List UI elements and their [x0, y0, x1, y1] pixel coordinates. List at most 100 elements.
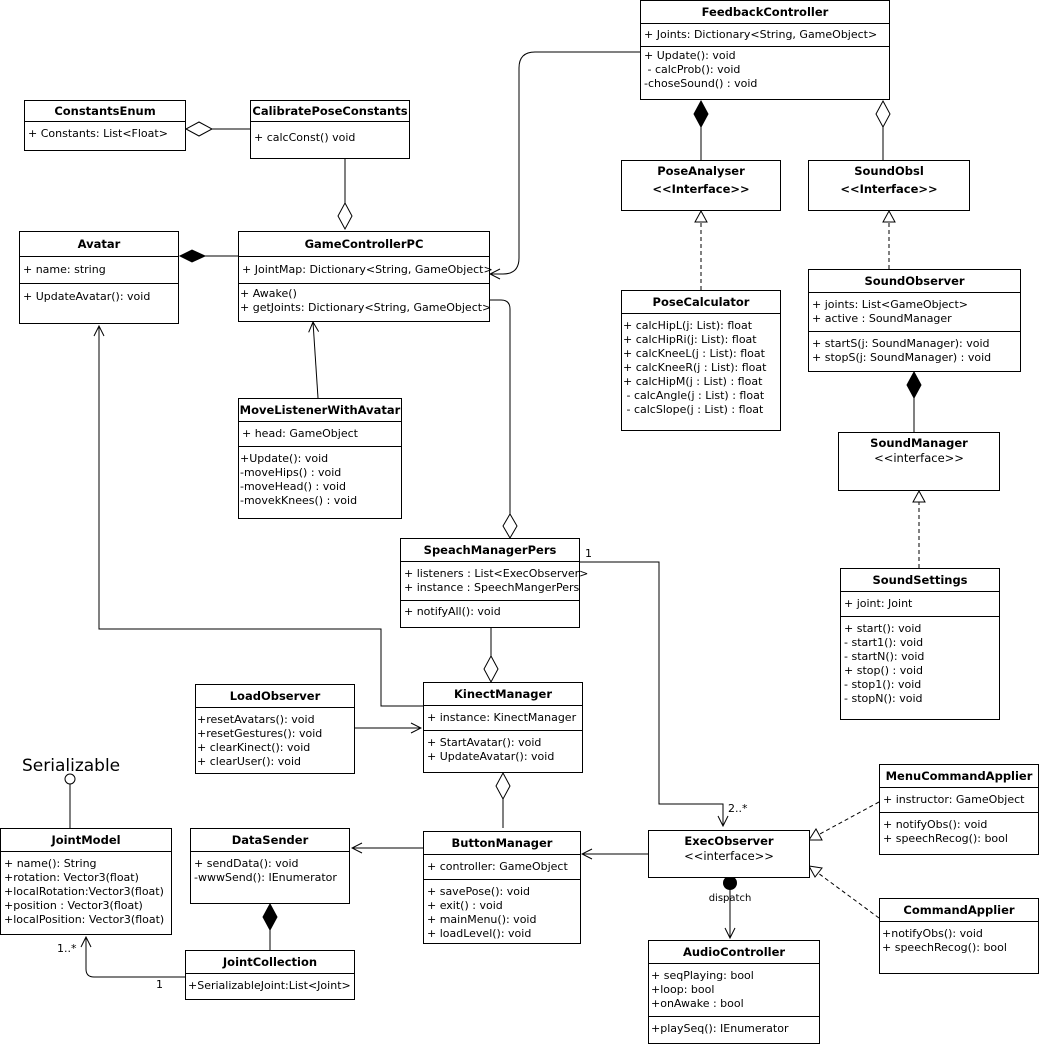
sound-observer-methods: + startS(j: SoundManager): void + stopS(…	[809, 331, 1020, 370]
class-method: -movekKnees() : void	[240, 494, 358, 507]
class-attribute: + name(): String	[4, 857, 97, 870]
exec-observer-title: ExecObserver	[684, 834, 774, 848]
menu-command-applier-title: MenuCommandApplier	[885, 769, 1033, 783]
class-attribute: + name: string	[23, 263, 106, 276]
class-method: + StartAvatar(): void	[427, 736, 542, 749]
game-controller-pc-methods: + Awake() + getJoints: Dictionary<String…	[239, 283, 492, 318]
class-method: +playSeq(): IEnumerator	[651, 1022, 789, 1035]
class-attribute: + instance : SpeechMangerPers	[404, 581, 580, 594]
class-method: + start(): void	[844, 622, 922, 635]
class-method: - startN(): void	[844, 650, 925, 663]
sound-settings-attributes: + joint: Joint	[841, 592, 999, 616]
class-method: + notifyAll(): void	[404, 605, 501, 618]
class-method: +resetGestures(): void	[197, 727, 323, 740]
class-method: + getJoints: Dictionary<String, GameObje…	[240, 301, 492, 314]
button-manager-class: ButtonManager + controller: GameObject +…	[423, 831, 581, 944]
feedback-controller-title: FeedbackController	[701, 5, 829, 19]
class-attribute: + seqPlaying: bool	[651, 969, 754, 982]
class-method: + speechRecog(): bool	[882, 941, 1007, 954]
sound-observer-class: SoundObserver + joints: List<GameObject>…	[808, 269, 1021, 372]
button-manager-methods: + savePose(): void + exit() : void + mai…	[424, 879, 580, 946]
class-method: + savePose(): void	[427, 885, 530, 898]
sound-obsl-title: SoundObsl	[854, 164, 924, 178]
menu-command-applier-attributes: + instructor: GameObject	[880, 788, 1038, 812]
game-controller-pc-class: GameControllerPC + JointMap: Dictionary<…	[238, 231, 493, 322]
class-method: +Update(): void	[240, 452, 329, 465]
serializable-interface-circle	[64, 773, 76, 785]
speach-manager-class: SpeachManagerPers + listeners : List<Exe…	[400, 538, 588, 628]
move-listener-title: MoveListenerWithAvatar	[239, 403, 401, 417]
composition-diamond	[693, 99, 709, 129]
calibrate-pose-constants-class: CalibratePoseConstants + calcConst() voi…	[250, 100, 410, 159]
class-method: + calcHipL(j: List): float	[623, 319, 753, 332]
joint-collection-attributes: +SerializableJoint:List<Joint>	[186, 974, 354, 998]
class-method: + speechRecog(): bool	[883, 832, 1008, 845]
class-method: + stopS(j: SoundManager) : void	[812, 351, 992, 364]
multiplicity-label: 1	[585, 547, 592, 560]
class-method: + loadLevel(): void	[427, 927, 532, 940]
interface-stereotype: <<interface>>	[874, 451, 964, 465]
move-listener-methods: +Update(): void -moveHips() : void -move…	[239, 446, 401, 513]
command-applier-attributes: +notifyObs(): void + speechRecog(): bool	[880, 922, 1038, 960]
sound-settings-methods: + start(): void - start1(): void - start…	[841, 616, 999, 711]
constants-enum-title: ConstantsEnum	[54, 104, 156, 118]
game-controller-pc-attributes: + JointMap: Dictionary<String, GameObjec…	[239, 257, 493, 283]
feedback-controller-methods: + Update(): void - calcProb(): void -cho…	[641, 46, 889, 93]
class-attribute: + head: GameObject	[242, 427, 358, 440]
menu-realization-edge	[817, 801, 880, 836]
speach-manager-attributes: + listeners : List<ExecObserver> + insta…	[401, 562, 588, 600]
serializable-label: Serializable	[22, 756, 121, 776]
kinect-manager-class: KinectManager + instance: KinectManager …	[423, 682, 583, 773]
aggregation-diamond	[184, 121, 214, 137]
pose-analyser-title: PoseAnalyser	[657, 164, 745, 178]
sound-obsl-interface: SoundObsl <<Interface>>	[808, 160, 970, 211]
class-method: + calcHipM(j : List) : float	[623, 375, 763, 388]
sound-settings-class: SoundSettings + joint: Joint + start(): …	[840, 568, 1000, 720]
realization-triangle	[808, 828, 823, 841]
class-method: - start1(): void	[844, 636, 924, 649]
class-method: + calcKneeR(j : List): float	[623, 361, 767, 374]
class-attribute: +rotation: Vector3(float)	[4, 871, 139, 884]
kinect-manager-title: KinectManager	[453, 687, 552, 701]
class-method: + calcHipRi(j: List): float	[623, 333, 757, 346]
feedback-controller-attributes: + Joints: Dictionary<String, GameObject>	[641, 24, 889, 46]
class-method: + UpdateAvatar(): void	[427, 750, 555, 763]
class-attribute: +localRotation:Vector3(float)	[4, 885, 164, 898]
data-sender-title: DataSender	[231, 833, 309, 847]
interface-stereotype: <<Interface>>	[840, 182, 938, 196]
constants-enum-class: ConstantsEnum + Constants: List<Float>	[24, 100, 186, 151]
aggregation-diamond	[875, 99, 891, 129]
sound-observer-title: SoundObserver	[864, 274, 965, 288]
dispatch-label: dispatch	[708, 893, 752, 904]
class-method: + calcKneeL(j : List): float	[623, 347, 765, 360]
class-attribute: +localPosition: Vector3(float)	[4, 913, 165, 926]
class-method: + startS(j: SoundManager): void	[812, 337, 990, 350]
pose-analyser-interface: PoseAnalyser <<Interface>>	[621, 160, 781, 211]
class-method: + clearUser(): void	[197, 755, 301, 768]
sound-manager-title: SoundManager	[870, 436, 968, 450]
speach-manager-methods: + notifyAll(): void	[401, 600, 579, 623]
class-attribute: + Joints: Dictionary<String, GameObject>	[644, 28, 878, 41]
class-attribute: + instructor: GameObject	[883, 793, 1025, 806]
jointcollection-jointmodel-edge	[86, 937, 185, 978]
command-realization-edge	[817, 872, 880, 919]
class-method: - stopN(): void	[844, 692, 923, 705]
sound-observer-attributes: + joints: List<GameObject> + active : So…	[809, 293, 1020, 331]
menu-command-applier-class: MenuCommandApplier + instructor: GameObj…	[879, 764, 1039, 855]
feedback-to-gamecontroller-edge	[490, 51, 640, 274]
command-applier-title: CommandApplier	[903, 903, 1015, 917]
calibrate-pose-constants-title: CalibratePoseConstants	[252, 104, 408, 118]
exec-observer-interface: ExecObserver <<interface>>	[648, 830, 810, 878]
class-method: + UpdateAvatar(): void	[23, 290, 151, 303]
move-listener-attributes: + head: GameObject	[239, 422, 401, 446]
joint-collection-title: JointCollection	[222, 955, 318, 969]
class-method: -moveHips() : void	[240, 466, 342, 479]
class-attribute: + joints: List<GameObject>	[812, 298, 969, 311]
class-attribute: + active : SoundManager	[812, 312, 952, 325]
menu-command-applier-methods: + notifyObs(): void + speechRecog(): boo…	[880, 812, 1038, 851]
class-method: +notifyObs(): void	[882, 927, 983, 940]
class-attribute: + controller: GameObject	[427, 860, 568, 873]
interface-stereotype: <<Interface>>	[652, 182, 750, 196]
avatar-methods: + UpdateAvatar(): void	[20, 283, 178, 310]
